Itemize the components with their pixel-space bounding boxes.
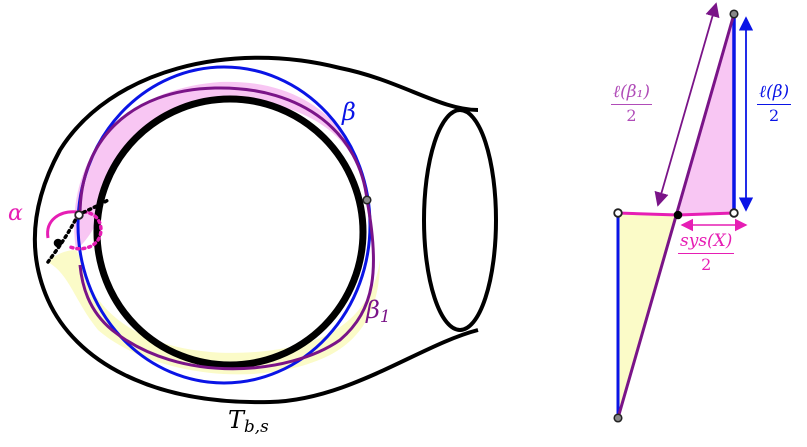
vertex-top [729, 9, 739, 19]
fraction-sys-denominator: 2 [701, 255, 712, 275]
edge-pink-horizontal-right [677, 211, 735, 217]
vertex-bottom [613, 413, 623, 423]
vertex-gray-right [362, 195, 372, 205]
label-beta1-sub: 1 [379, 306, 391, 326]
fraction-beta-bar [757, 104, 792, 106]
fraction-beta-denominator: 2 [769, 106, 780, 126]
arrow-beta1-half [654, 2, 720, 207]
fraction-sys-bar [678, 253, 735, 255]
label-beta1-main: β [366, 296, 380, 324]
fraction-beta1-bar [611, 104, 652, 106]
label-surface-main: T [228, 406, 245, 434]
label-beta1: β1 [366, 298, 391, 325]
alpha-curve-front [46, 210, 79, 239]
vertex-right-mid [729, 208, 739, 218]
triangle-drawing [613, 2, 754, 423]
fraction-sys-half: sys(X) 2 [678, 231, 735, 275]
fraction-sys-numerator: sys(X) [680, 231, 733, 251]
fraction-beta-numerator: ℓ(β) [759, 82, 790, 102]
beta1-curve [78, 86, 376, 371]
alpha-curve-back [66, 210, 103, 251]
surface-outline [32, 55, 479, 405]
vertex-center [673, 210, 683, 220]
edge-pink-horizontal [617, 211, 679, 217]
label-alpha: α [8, 201, 23, 226]
surface-drawing [32, 55, 498, 405]
fraction-beta1-half: ℓ(β₁) 2 [611, 84, 652, 124]
fraction-beta1-denominator: 2 [626, 106, 637, 126]
yellow-region [48, 250, 380, 375]
vertex-black-left [53, 238, 63, 248]
inner-hole [93, 95, 367, 369]
fraction-beta1-numerator: ℓ(β₁) [613, 82, 650, 102]
label-surface-sub: b,s [244, 416, 269, 436]
boundary-ellipse [422, 108, 498, 332]
black-dotted-arc [46, 213, 80, 264]
vertex-white-left [74, 210, 84, 220]
label-beta: β [342, 98, 356, 126]
label-surface: Tb,s [228, 408, 269, 435]
fraction-beta-half: ℓ(β) 2 [757, 82, 792, 126]
vertex-left [613, 208, 623, 218]
